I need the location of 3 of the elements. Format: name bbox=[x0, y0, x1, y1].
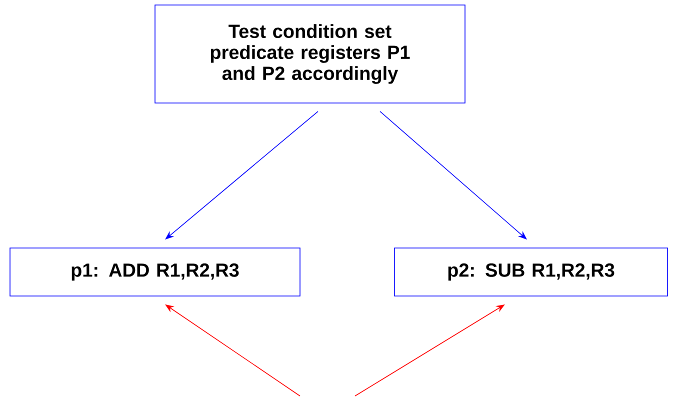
process-box: p1: ADD R1,R2,R3 bbox=[10, 248, 300, 296]
process-box: Test condition set predicate registers P1 and P2 accordingly bbox=[154, 4, 466, 104]
process-box: p2: SUB R1,R2,R3 bbox=[394, 248, 668, 296]
